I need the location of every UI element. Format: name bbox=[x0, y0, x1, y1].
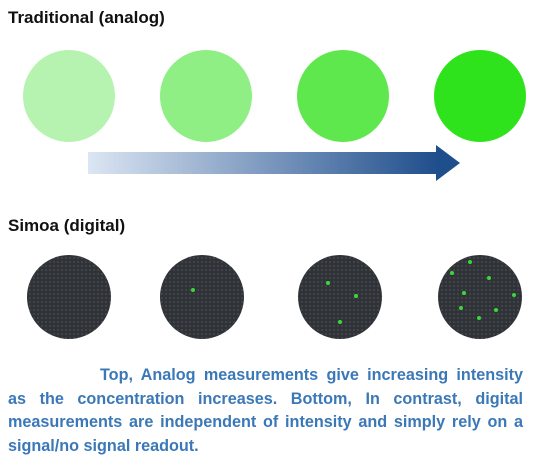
signal-spot bbox=[354, 294, 358, 298]
signal-spot bbox=[512, 293, 516, 297]
digital-section-title: Simoa (digital) bbox=[8, 216, 126, 235]
digital-circle bbox=[160, 255, 244, 339]
signal-spot bbox=[462, 291, 466, 295]
signal-spot bbox=[459, 306, 463, 310]
signal-spot bbox=[477, 316, 481, 320]
figure-caption: Top, Analog measurements give increasing… bbox=[8, 366, 523, 455]
analog-section-title: Traditional (analog) bbox=[8, 8, 165, 27]
signal-spot bbox=[487, 276, 491, 280]
analog-circle bbox=[434, 50, 526, 142]
signal-spot bbox=[494, 308, 498, 312]
digital-circle bbox=[298, 255, 382, 339]
digital-circles bbox=[27, 255, 522, 339]
signal-spot bbox=[338, 320, 342, 324]
digital-circle bbox=[27, 255, 111, 339]
increasing-concentration-arrow bbox=[88, 145, 460, 181]
analog-circle bbox=[160, 50, 252, 142]
analog-circles bbox=[23, 50, 526, 142]
signal-spot bbox=[468, 260, 472, 264]
analog-circle bbox=[23, 50, 115, 142]
signal-spot bbox=[191, 288, 195, 292]
signal-spots bbox=[191, 260, 516, 324]
analog-circle bbox=[297, 50, 389, 142]
signal-spot bbox=[450, 271, 454, 275]
digital-circle bbox=[438, 255, 522, 339]
signal-spot bbox=[326, 281, 330, 285]
